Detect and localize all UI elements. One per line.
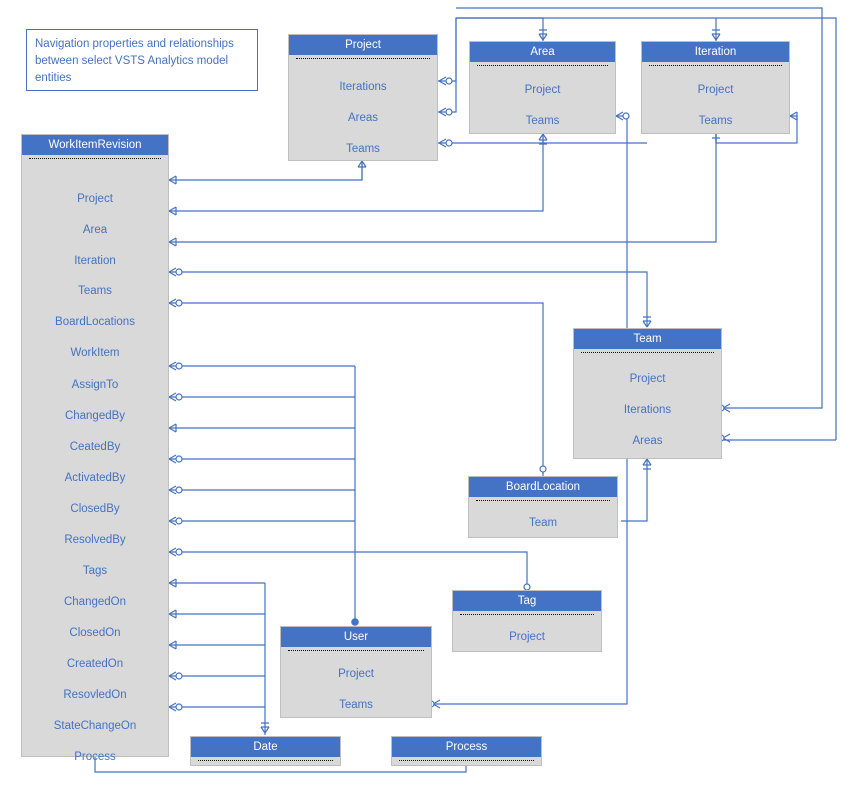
entity-title: BoardLocation [469, 477, 617, 497]
field-iterations: Iterations [623, 404, 672, 416]
diagram-note: Navigation properties and relationships … [26, 29, 258, 91]
entity-title: Project [289, 35, 437, 55]
field-workitem: WorkItem [70, 347, 120, 359]
entity-date[interactable]: Date [190, 736, 341, 766]
field-project: Project [338, 668, 374, 680]
entity-process[interactable]: Process [391, 736, 542, 766]
field-areas: Areas [347, 112, 379, 124]
field-activatedby: ActivatedBy [64, 472, 126, 484]
field-resolvedby: ResolvedBy [64, 534, 126, 546]
entity-title: Tag [453, 591, 601, 611]
field-teams: Teams [346, 143, 380, 155]
field-project: Project [77, 193, 113, 205]
field-tags: Tags [82, 565, 108, 577]
entity-title: WorkItemRevision [22, 135, 168, 155]
entity-user[interactable]: User Project Teams [280, 626, 432, 718]
field-area: Area [82, 224, 108, 236]
field-project: Project [524, 84, 561, 96]
field-boardlocations: BoardLocations [55, 316, 135, 328]
entity-divider [581, 352, 714, 353]
field-teams: Teams [78, 285, 112, 297]
entity-title: Date [191, 737, 340, 757]
entity-iteration[interactable]: Iteration Project Teams [641, 41, 790, 134]
entity-title: Iteration [642, 42, 789, 62]
entity-title: Area [470, 42, 615, 62]
entity-divider [476, 500, 610, 501]
field-closedby: ClosedBy [70, 503, 120, 515]
entity-divider [288, 650, 424, 651]
field-process: Process [74, 751, 116, 763]
entity-title: User [281, 627, 431, 647]
entity-divider [477, 65, 608, 66]
entity-workitemrevision[interactable]: WorkItemRevision Project Area Iteration … [21, 134, 169, 763]
field-assignto: AssignTo [71, 379, 119, 391]
entity-divider [649, 65, 782, 66]
entity-team[interactable]: Team Project Iterations Areas [573, 328, 722, 459]
entity-divider [198, 760, 333, 761]
entity-divider [29, 158, 161, 159]
entity-divider [296, 58, 430, 59]
entity-divider [399, 760, 534, 761]
field-resovledon: ResovledOn [63, 689, 127, 701]
field-teams: Teams [525, 115, 560, 127]
entity-title: Team [574, 329, 721, 349]
field-project: Project [697, 84, 734, 96]
field-iteration: Iteration [74, 255, 116, 267]
field-createdon: CreatedOn [66, 658, 124, 670]
field-teams: Teams [339, 699, 373, 711]
entity-boardlocation[interactable]: BoardLocation Team [468, 476, 618, 538]
field-project: Project [509, 631, 545, 643]
field-project: Project [629, 373, 666, 385]
field-iterations: Iterations [339, 81, 387, 93]
field-changedby: ChangedBy [64, 410, 126, 422]
entity-area[interactable]: Area Project Teams [469, 41, 616, 134]
field-teams: Teams [698, 115, 733, 127]
field-closedon: ClosedOn [69, 627, 121, 639]
entity-project[interactable]: Project Iterations Areas Teams [288, 34, 438, 161]
entity-tag[interactable]: Tag Project [452, 590, 602, 652]
field-areas: Areas [632, 435, 663, 447]
field-team: Team [528, 517, 558, 529]
field-changedon: ChangedOn [63, 596, 127, 608]
entity-title: Process [392, 737, 541, 757]
entity-divider [460, 614, 594, 615]
field-statechangeon: StateChangeOn [53, 720, 137, 732]
field-ceatedby: CeatedBy [69, 441, 121, 453]
